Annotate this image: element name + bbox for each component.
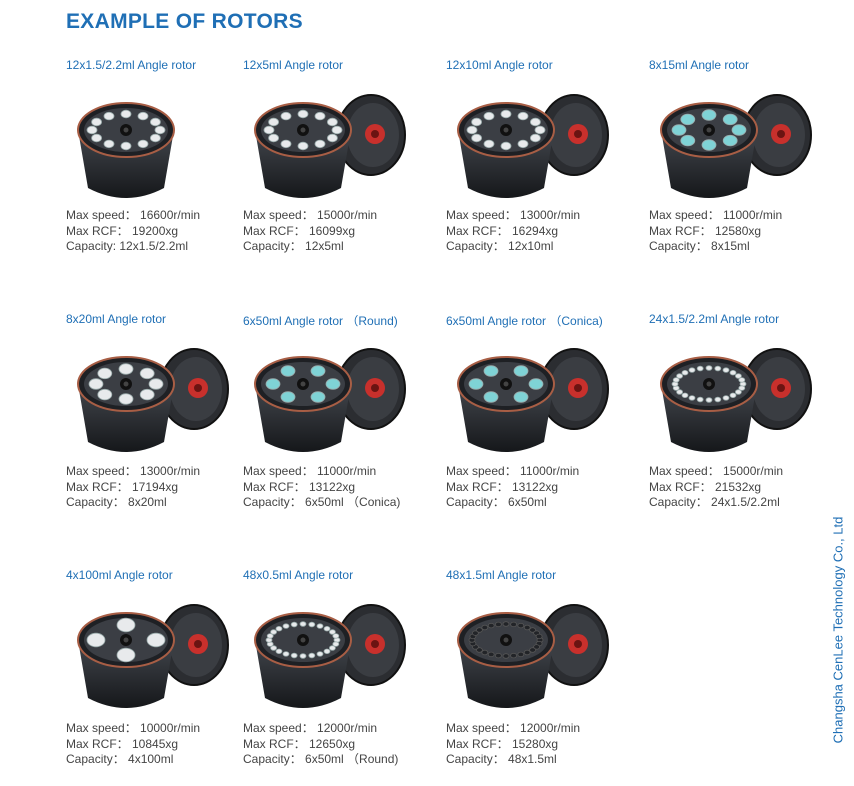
rotor-lid: [539, 604, 609, 686]
rotor-name: 6x50ml Angle rotor （Round): [243, 314, 398, 328]
rotor-rcf: Max RCF： 21532xg: [649, 479, 762, 494]
rotor-name: 8x20ml Angle rotor: [66, 312, 167, 326]
rotor-rcf: Max RCF： 16099xg: [243, 223, 356, 238]
rotor-rcf: Max RCF： 15280xg: [446, 736, 559, 751]
rotor-name: 8x15ml Angle rotor: [649, 58, 750, 72]
rotor-rcf: Max RCF： 10845xg: [66, 736, 179, 751]
rotor-capacity: Capacity： 8x20ml: [66, 495, 167, 509]
rotor-name: 24x1.5/2.2ml Angle rotor: [649, 312, 780, 326]
rotor-capacity: Capacity： 6x50ml （Conica): [243, 495, 401, 509]
rotor-lid: [336, 94, 406, 176]
rotor-capacity: Capacity： 8x15ml: [649, 239, 750, 253]
company-name: Changsha CenLee Technology Co., Ltd: [830, 516, 846, 744]
rotor-speed: Max speed： 11000r/min: [649, 208, 783, 222]
rotor-rcf: Max RCF： 13122xg: [446, 479, 559, 494]
rotor-name: 6x50ml Angle rotor （Conica): [446, 314, 603, 328]
rotor-speed: Max speed： 11000r/min: [446, 464, 580, 478]
rotor-capacity: Capacity： 12x10ml: [446, 239, 554, 253]
rotor-speed: Max speed： 16600r/min: [66, 208, 201, 222]
rotor-speed: Max speed： 12000r/min: [243, 721, 378, 735]
rotor-speed: Max speed： 13000r/min: [446, 208, 581, 222]
rotor-image: [77, 102, 175, 198]
rotor-image: [254, 604, 406, 708]
rotor-capacity: Capacity： 6x50ml: [446, 495, 547, 509]
rotor-capacity: Capacity： 6x50ml （Round): [243, 752, 399, 766]
rotor-name: 48x0.5ml Angle rotor: [243, 568, 354, 582]
rotor-capacity: Capacity： 24x1.5/2.2ml: [649, 495, 780, 509]
rotor-rcf: Max RCF： 12650xg: [243, 736, 356, 751]
rotor-image: [77, 604, 229, 708]
rotor-speed: Max speed： 11000r/min: [243, 464, 377, 478]
rotor-lid: [336, 604, 406, 686]
rotor-image: [457, 94, 609, 198]
rotor-rcf: Max RCF： 13122xg: [243, 479, 356, 494]
rotor-capacity: Capacity: 12x1.5/2.2ml: [66, 239, 189, 253]
rotor-image: [660, 94, 812, 198]
rotor-name: 12x10ml Angle rotor: [446, 58, 553, 72]
rotor-speed: Max speed： 13000r/min: [66, 464, 201, 478]
rotor-lid: [742, 94, 812, 176]
rotor-image: [254, 94, 406, 198]
rotor-rcf: Max RCF： 19200xg: [66, 223, 179, 238]
rotor-image: [660, 348, 812, 452]
rotor-capacity: Capacity： 12x5ml: [243, 239, 344, 253]
rotor-image: [254, 348, 406, 452]
rotor-lid: [539, 94, 609, 176]
rotor-name: 12x5ml Angle rotor: [243, 58, 344, 72]
rotor-speed: Max speed： 15000r/min: [649, 464, 784, 478]
page-title: EXAMPLE OF ROTORS: [66, 10, 303, 33]
rotor-lid: [159, 348, 229, 430]
rotor-speed: Max speed： 15000r/min: [243, 208, 378, 222]
rotor-capacity: Capacity： 4x100ml: [66, 752, 174, 766]
rotor-image: [457, 604, 609, 708]
rotor-lid: [159, 604, 229, 686]
rotor-rcf: Max RCF： 16294xg: [446, 223, 559, 238]
rotor-name: 4x100ml Angle rotor: [66, 568, 173, 582]
rotor-speed: Max speed： 10000r/min: [66, 721, 201, 735]
rotor-rcf: Max RCF： 12580xg: [649, 223, 762, 238]
rotor-rcf: Max RCF： 17194xg: [66, 479, 179, 494]
rotor-capacity: Capacity： 48x1.5ml: [446, 752, 557, 766]
rotor-lid: [336, 348, 406, 430]
rotor-image: [457, 348, 609, 452]
rotor-lid: [742, 348, 812, 430]
rotor-name: 12x1.5/2.2ml Angle rotor: [66, 58, 197, 72]
rotor-lid: [539, 348, 609, 430]
rotor-speed: Max speed： 12000r/min: [446, 721, 581, 735]
rotor-image: [77, 348, 229, 452]
rotor-name: 48x1.5ml Angle rotor: [446, 568, 557, 582]
